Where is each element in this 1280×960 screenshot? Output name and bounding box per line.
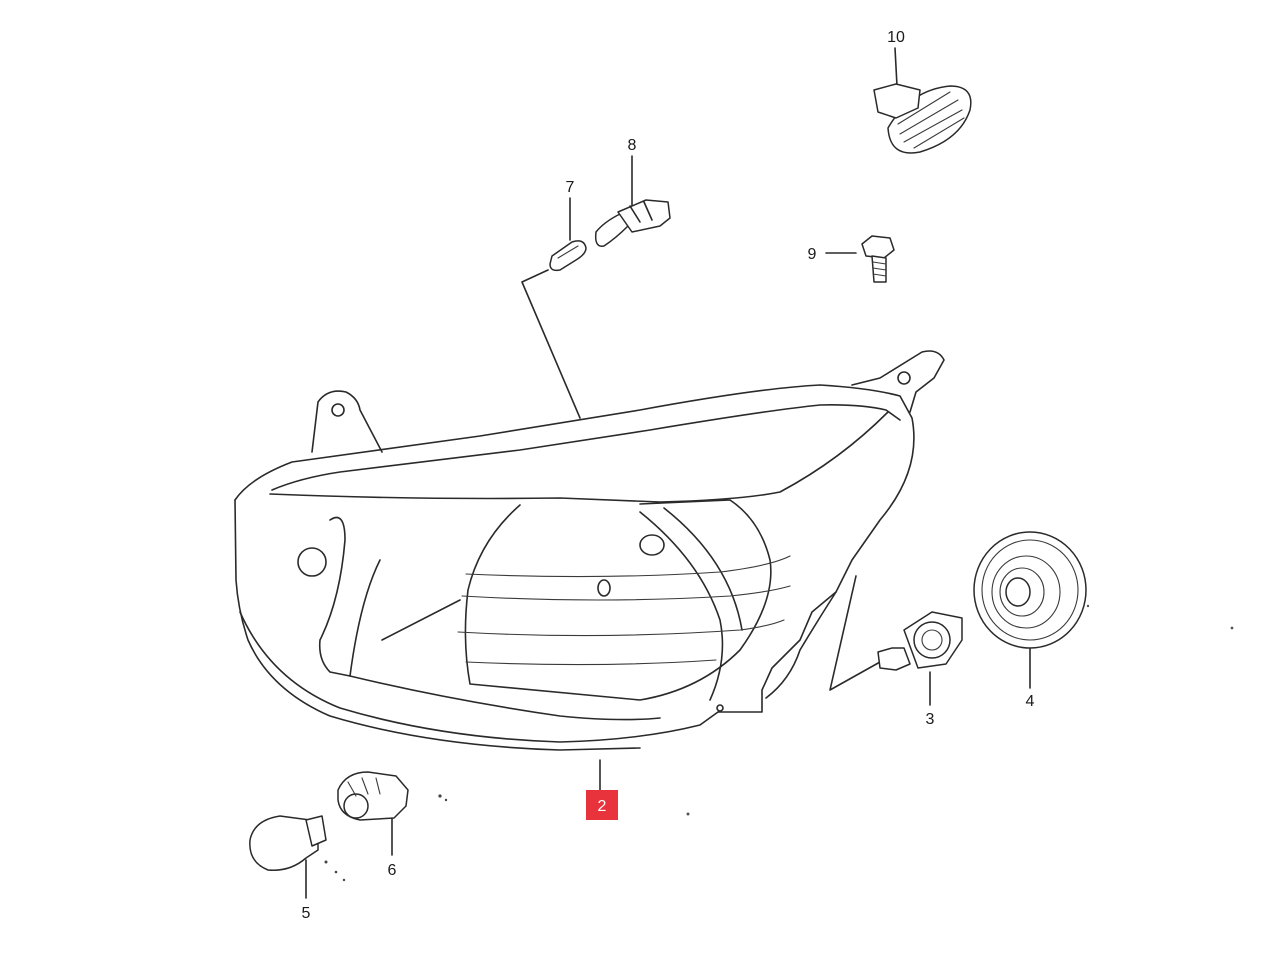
wedge-bulb-icon (549, 240, 587, 272)
lens-rib-3 (457, 619, 785, 637)
adjuster-hole-center (597, 579, 611, 597)
housing-outline-top (234, 384, 915, 713)
callout-2-highlight (586, 790, 618, 820)
callout-6[interactable]: 6 (388, 862, 397, 879)
callout-4[interactable]: 4 (1026, 693, 1035, 710)
bezel-left (318, 516, 381, 677)
small-bulb-icon (594, 213, 629, 247)
headlamp-assembly[interactable] (234, 350, 945, 751)
mounting-hole-right (897, 371, 911, 385)
side-marker-lens-icon (887, 85, 972, 154)
bulb-wedge-part-7[interactable] (549, 240, 587, 272)
mounting-tab-left (311, 390, 383, 453)
reflector-curve-2 (663, 507, 743, 631)
dust-cover-center-icon (1005, 577, 1031, 607)
socket-part-8[interactable] (594, 199, 671, 247)
side-marker-part-10[interactable] (873, 83, 972, 154)
mounting-tab-right (851, 350, 945, 413)
bulb-part-5[interactable] (249, 815, 327, 871)
housing-bottom-inner (239, 611, 719, 743)
scan-speckles (324, 604, 1234, 882)
housing-top-inner (271, 404, 901, 491)
rear-screw (716, 704, 724, 712)
side-marker-socket-icon (873, 83, 921, 119)
bezel-bottom (349, 675, 661, 721)
socket-part-6[interactable] (337, 771, 409, 821)
lens-top-ridge (269, 411, 889, 503)
leader-lines (305, 47, 1031, 899)
callout-8[interactable]: 8 (628, 137, 637, 154)
callout-9[interactable]: 9 (808, 246, 817, 263)
adjuster-hole-top (639, 534, 665, 556)
h4-bulb-glass-icon (877, 647, 911, 671)
callout-2[interactable]: 2 (598, 798, 607, 815)
h4-bulb-flange-icon (913, 621, 951, 659)
lens-rib-2 (461, 585, 791, 601)
rear-socket-edge (765, 591, 837, 699)
bezel-divider (381, 599, 461, 641)
turn-socket-center-icon (343, 793, 369, 819)
turn-bulb-glass-icon (249, 815, 319, 871)
mounting-hole-left (331, 403, 345, 417)
callout-10[interactable]: 10 (887, 29, 905, 46)
callout-3[interactable]: 3 (926, 711, 935, 728)
turn-bulb-base-icon (305, 815, 327, 847)
leader-3-socket (829, 575, 881, 691)
reflector-curve (639, 511, 724, 701)
lens-rib-4 (465, 659, 717, 666)
adjuster-hole-left (297, 547, 327, 577)
housing-outline-bottom (234, 499, 641, 751)
callout-5[interactable]: 5 (302, 905, 311, 922)
callout-7[interactable]: 7 (566, 179, 575, 196)
lens-rib-1 (465, 555, 791, 578)
bulb-h4-part-3[interactable] (877, 611, 963, 671)
reflector-bowl (464, 499, 772, 701)
bolt-part-9[interactable] (861, 235, 895, 283)
bolt-head-icon (861, 235, 895, 259)
leader-7 (521, 269, 581, 419)
dust-cover-part-4[interactable] (973, 531, 1087, 649)
callout-labels: 2 3 4 5 6 7 8 9 10 (302, 29, 1035, 922)
leader-10 (894, 47, 898, 87)
